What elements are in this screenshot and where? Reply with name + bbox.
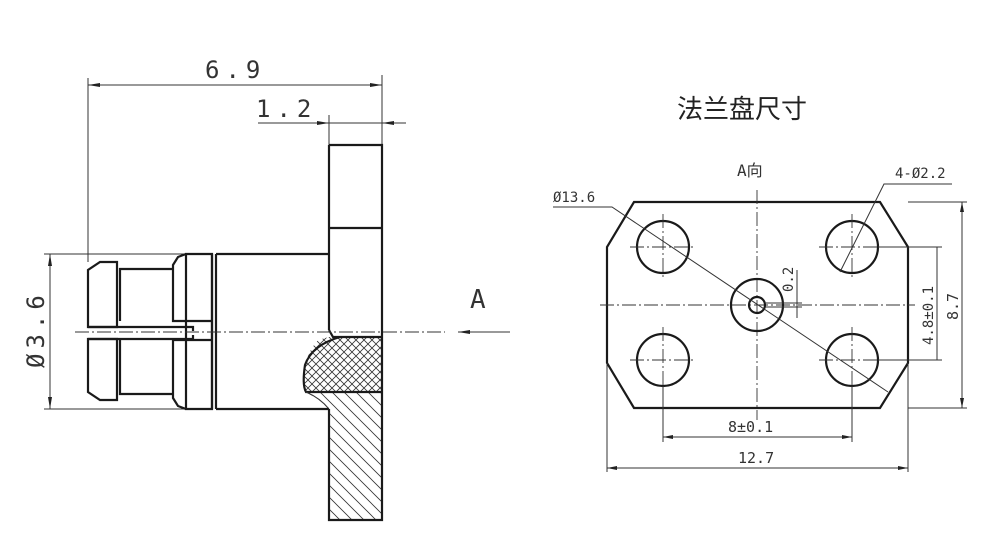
dimension-1-2: 1.2 [256,95,406,145]
flange-outline [605,200,910,410]
dim-vertical-spacing: 4.8±0.1 [921,286,937,345]
flange-view: 法兰盘尺寸 A向 Ø13.6 4-Ø2.2 0.2 [553,95,967,472]
dim-pin-offset: 0.2 [781,267,797,292]
dim-holes: 4-Ø2.2 [895,166,946,182]
flange-title: 法兰盘尺寸 [677,95,807,125]
dimension-diagonal: Ø13.6 [553,190,889,393]
dimension-horizontal-spacing: 8±0.1 [662,386,853,442]
connector-body [86,252,329,411]
flange-section [302,143,384,522]
dimension-pin-offset: 0.2 [765,267,802,318]
center-pin [747,295,767,315]
dimension-holes: 4-Ø2.2 [839,166,952,273]
dim-height: 8.7 [944,293,962,320]
view-arrow-a: A [458,285,510,334]
mounting-holes [630,214,885,393]
dimension-width: 12.7 [606,363,909,472]
view-marker-label: A [470,285,486,315]
dimension-6-9: 6.9 [87,56,383,262]
center-insulator [729,277,785,333]
dim-flange-thickness: 1.2 [256,95,317,123]
dimension-diameter: Ø3.6 [22,253,186,410]
view-label: A向 [737,161,763,180]
dim-diagonal: Ø13.6 [553,190,595,206]
side-view: 6.9 1.2 Ø3.6 [22,56,510,522]
dim-horizontal-spacing: 8±0.1 [728,418,773,436]
dim-width: 12.7 [738,449,774,467]
dim-diameter: Ø3.6 [22,290,50,368]
dim-overall-length: 6.9 [205,56,266,84]
dimension-height: 8.7 [908,201,967,409]
dimension-vertical-spacing: 4.8±0.1 [878,246,942,361]
